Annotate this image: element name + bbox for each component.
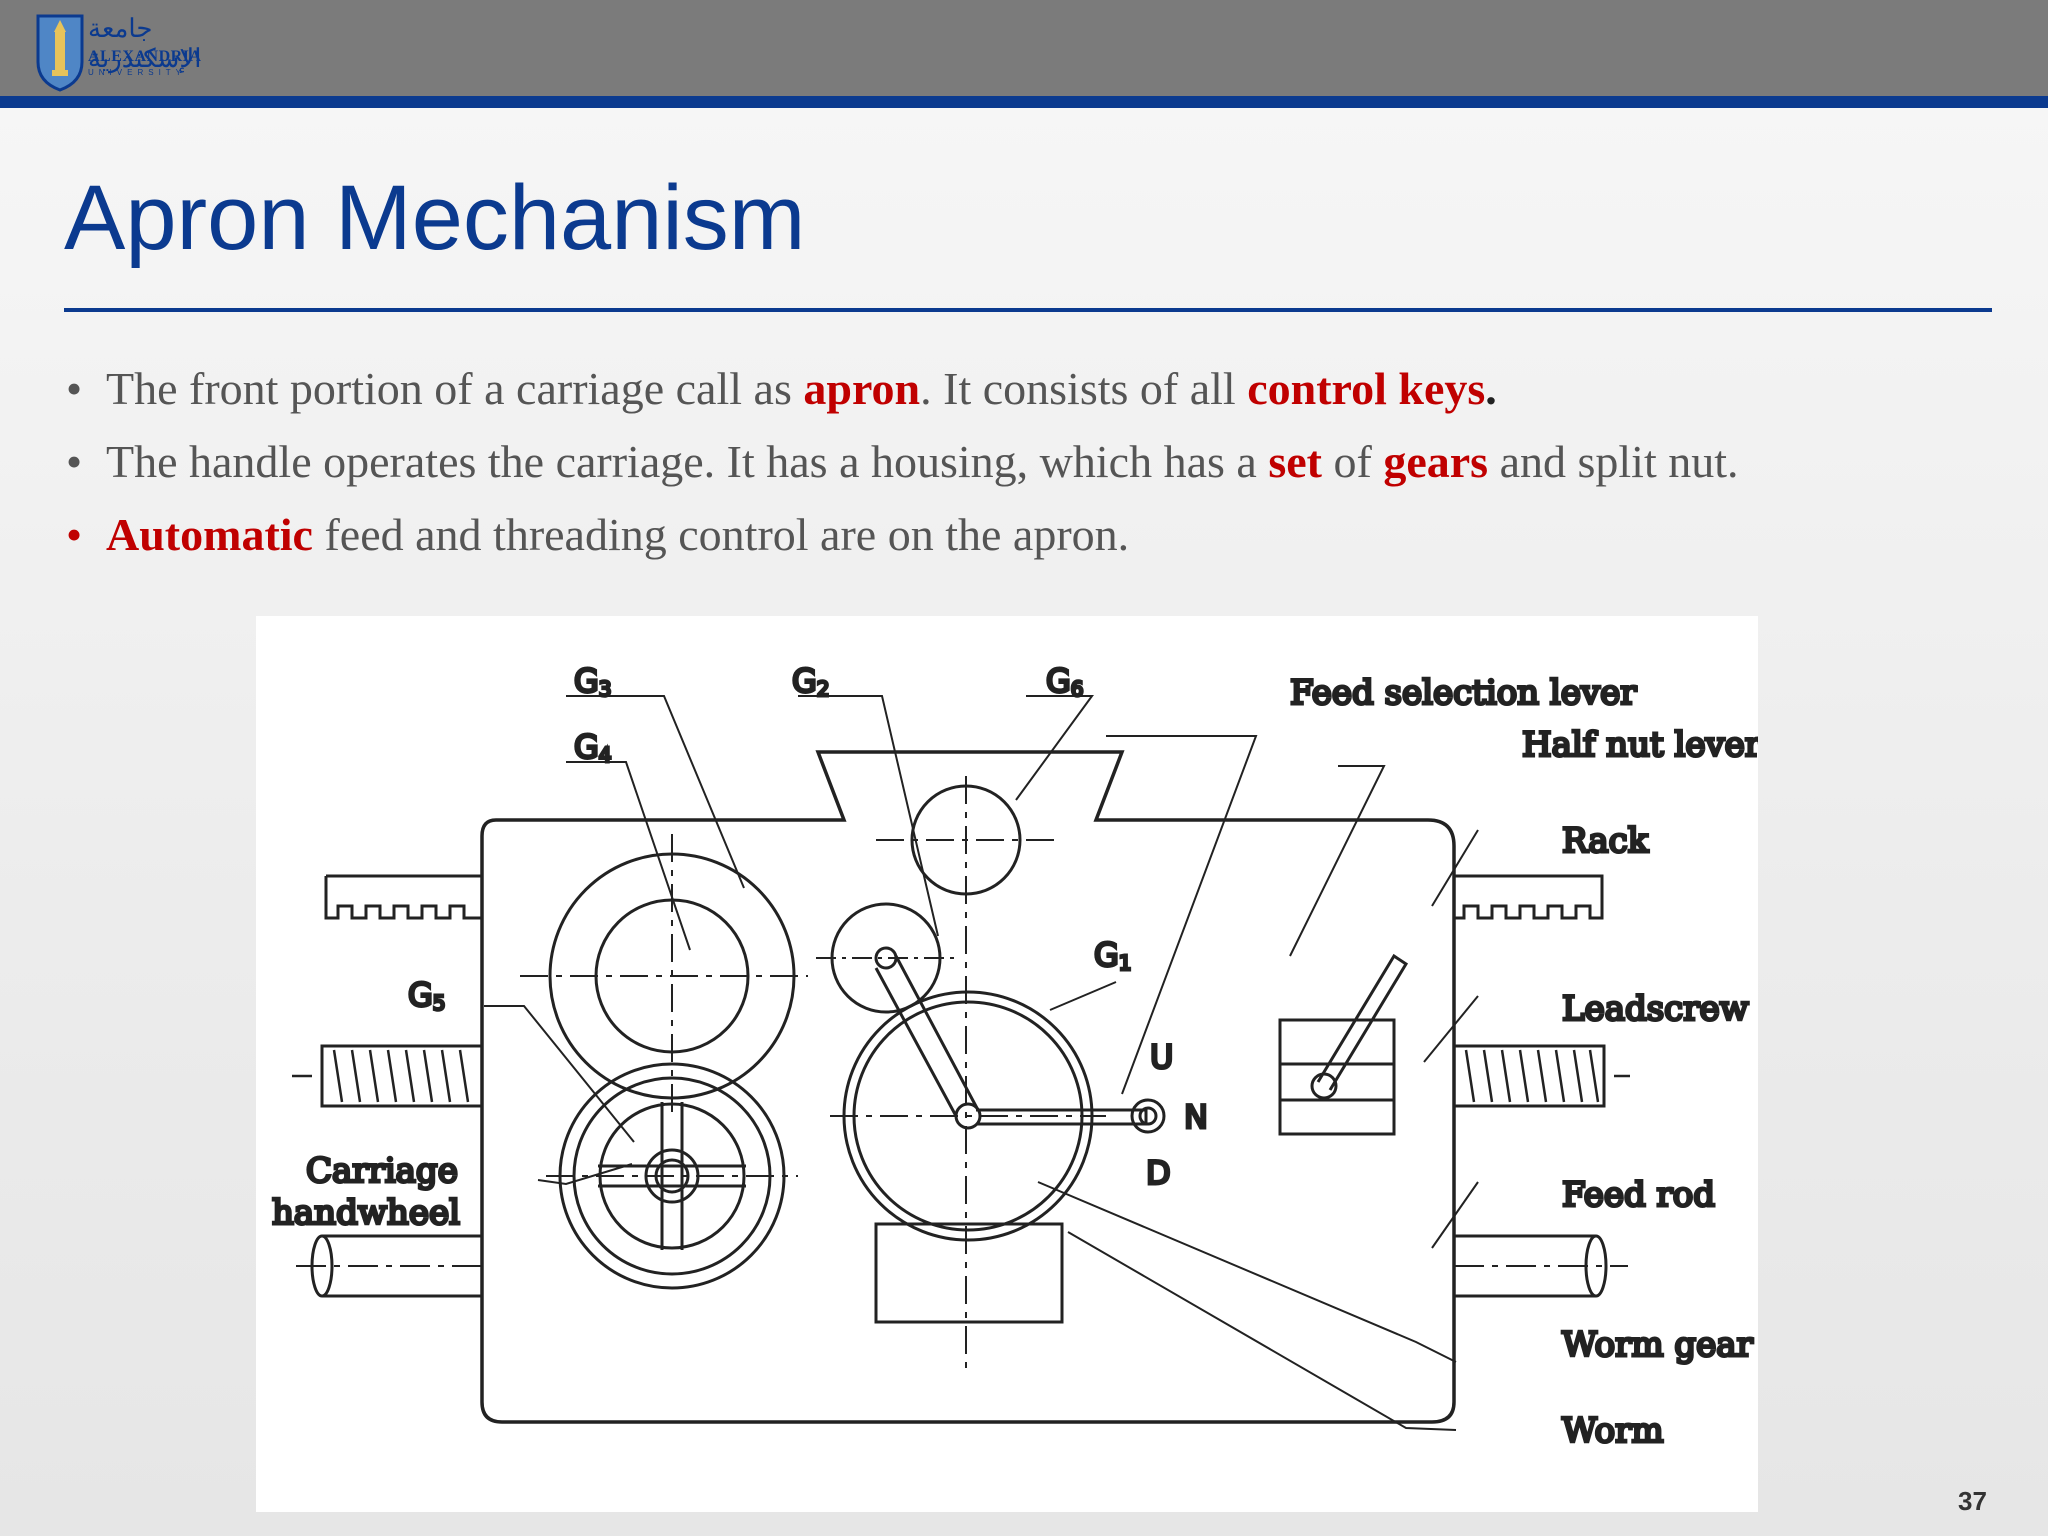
highlighted-term: control keys [1247,363,1486,414]
label-g4: G4 [574,728,612,767]
lever-position-neutral: N [1184,1098,1208,1136]
label-g3: G3 [574,662,612,701]
slide-title: Apron Mechanism [64,167,806,269]
leader-lines [484,695,1479,1431]
bullet-list: • The front portion of a carriage call as… [64,352,1994,571]
feed-rod-left [296,1234,482,1298]
logo-arabic-name: جامعة الإسكندرية [88,14,202,74]
lever-position-down: D [1146,1154,1171,1192]
bullet-text: of [1321,436,1384,487]
bullet-item: • The front portion of a carriage call as… [64,352,1994,425]
callout-worm: Worm [1562,1411,1664,1451]
header-divider [0,96,2048,108]
highlighted-term: gears [1383,436,1489,487]
label-g1: G1 [1094,936,1132,975]
bullet-text: The front portion of a carriage call as [106,363,804,414]
apron-housing [480,750,1456,1424]
callout-worm-gear: Worm gear [1562,1325,1754,1365]
leadscrew-left [292,1044,484,1108]
callout-leadscrew: Leadscrew [1562,989,1749,1029]
label-g6: G6 [1046,662,1084,701]
lighthouse-shield-icon [36,14,84,92]
logo-english-name: ALEXANDRIA [88,48,202,65]
logo-subtitle: UNIVERSITY [88,68,187,77]
callout-feed-selection-lever: Feed selection lever [1290,673,1637,713]
bullet-text: The handle operates the carriage. It has… [106,436,1269,487]
callout-carriage-handwheel-line1: Carriage [306,1151,458,1191]
rack-left [324,874,482,920]
half-nut-lever-box [1278,953,1409,1136]
rack-right [1454,874,1604,920]
label-g5: G5 [408,976,446,1015]
gear-g1-worm-gear [830,990,1106,1242]
header-bar: جامعة الإسكندرية ALEXANDRIA UNIVERSITY [0,0,2048,96]
gear-g5-carriage-handwheel [546,1062,798,1290]
bullet-item: • Automatic feed and threading control ar… [64,498,1994,571]
bullet-text: feed and threading control are on the ap… [312,509,1130,560]
lever-position-up: U [1150,1038,1173,1076]
bullet-text: . It consists of all [920,363,1248,414]
highlighted-term: set [1268,436,1322,487]
callout-carriage-handwheel-line2: handwheel [272,1193,460,1233]
leadscrew-right [1452,1044,1630,1108]
bullet-text: . [1485,363,1497,414]
callout-half-nut-lever: Half nut lever [1522,725,1758,765]
highlighted-term: Automatic [106,509,313,560]
bullet-text: and split nut. [1488,436,1739,487]
highlighted-term: apron [803,363,921,414]
bullet-dot-icon: • [66,509,83,560]
title-divider [64,308,1992,312]
bullet-item: • The handle operates the carriage. It ha… [64,425,1994,498]
gear-g6 [876,776,1056,1376]
label-g2: G2 [792,662,830,701]
feed-rod-right [1454,1234,1628,1298]
university-logo: جامعة الإسكندرية ALEXANDRIA UNIVERSITY [34,10,214,94]
gear-g3-g4 [520,834,808,1116]
page-number: 37 [1958,1486,1987,1516]
worm-box [874,1222,1064,1324]
apron-diagram: G3 G4 G2 G6 G1 G5 U N D Feed selection l… [256,616,1758,1512]
bullet-dot-icon: • [66,436,83,487]
callout-rack: Rack [1562,821,1649,861]
callout-feed-rod: Feed rod [1562,1175,1715,1215]
bullet-dot-icon: • [66,363,83,414]
feed-selection-lever-arm [874,955,1166,1134]
